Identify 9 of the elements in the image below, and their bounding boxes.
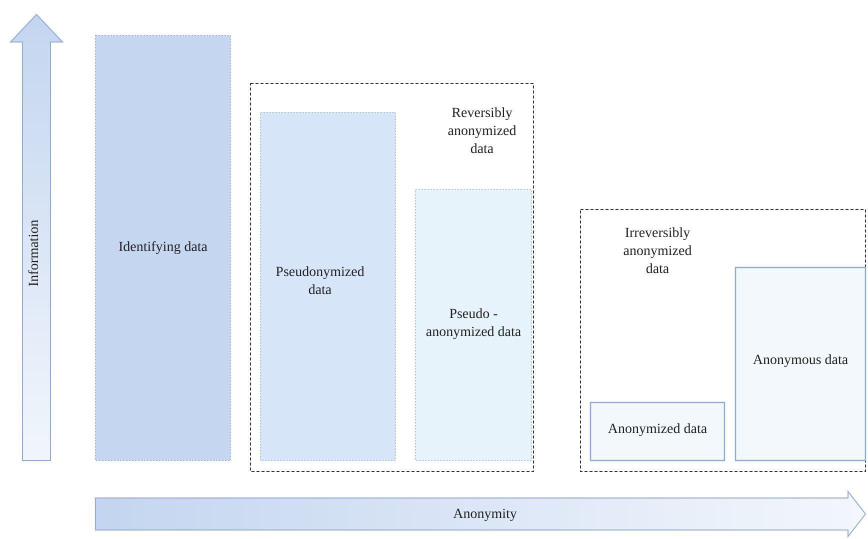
node-label: Anonymous data: [752, 352, 850, 370]
node-label: Pseudo - anonymized data: [424, 306, 522, 342]
node-label: Irreversibly anonymized data: [622, 225, 693, 280]
node-label: Anonymized data: [606, 421, 708, 439]
node-label: Information: [26, 218, 43, 289]
node-label: Reversibly anonymized data: [446, 105, 518, 160]
node-label: Anonymity: [452, 506, 518, 524]
node-label: Pseudonymized data: [274, 264, 366, 300]
node-label: Identifying data: [117, 239, 209, 257]
